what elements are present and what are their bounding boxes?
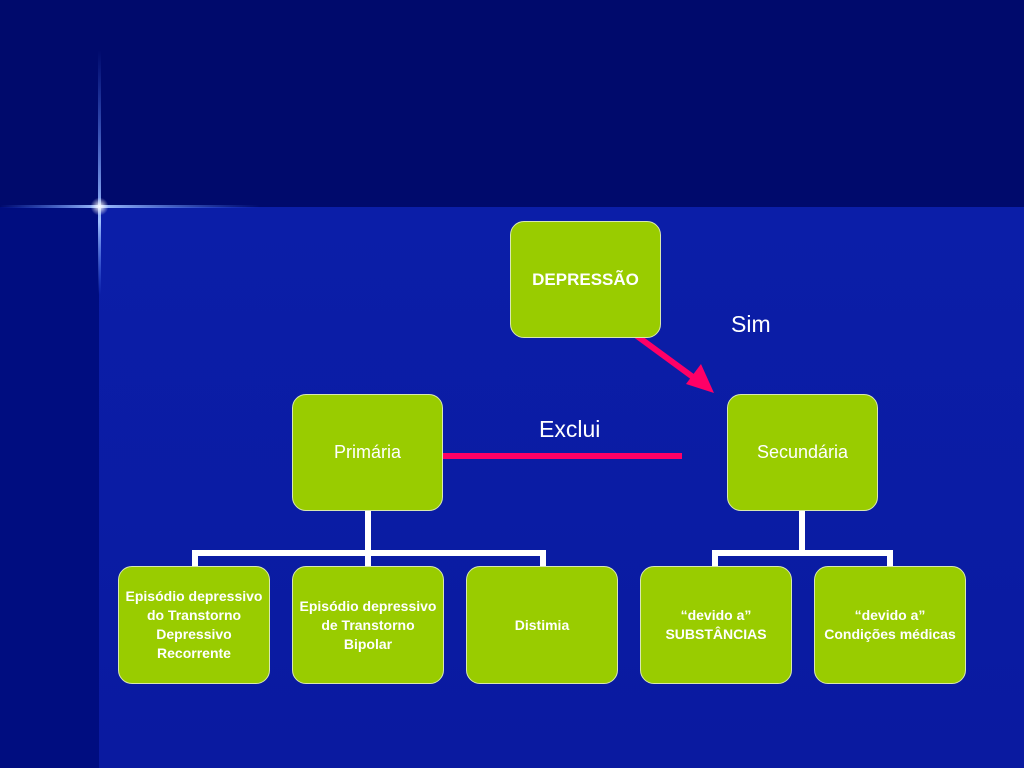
node-secondary-label: Secundária [756,442,849,462]
excludes-label: Exclui [539,416,601,442]
node-dysthymia: Distimia [466,566,618,684]
sparkle-horizontal-ray [0,205,260,208]
sparkle-decoration [0,50,260,295]
node-substances: “devido a” SUBSTÂNCIAS [640,566,792,684]
node-depression-label: DEPRESSÃO [532,269,639,289]
node-dysthymia-label: Distimia [514,616,570,633]
yes-arrow-head [686,364,714,393]
node-bipolar-depressive-episode-label: Episódio depressivo de Transtorno Bipola… [299,597,437,652]
node-substances-label: “devido a” SUBSTÂNCIAS [665,607,767,642]
yes-label: Sim [731,311,771,337]
node-medical-conditions: “devido a” Condições médicas [814,566,966,684]
sparkle-glow [90,197,109,216]
background-left-band [0,207,99,768]
background-top-band [0,0,1024,207]
node-secondary: Secundária [727,394,878,511]
node-medical-conditions-label: “devido a” Condições médicas [824,607,956,642]
node-primary: Primária [292,394,443,511]
node-recurrent-depressive-episode-label: Episódio depressivo do Transtorno Depres… [125,588,263,661]
node-depression: DEPRESSÃO [510,221,661,338]
node-bipolar-depressive-episode: Episódio depressivo de Transtorno Bipola… [292,566,444,684]
node-recurrent-depressive-episode: Episódio depressivo do Transtorno Depres… [118,566,270,684]
sparkle-vertical-ray [98,50,101,295]
node-primary-label: Primária [333,442,401,462]
